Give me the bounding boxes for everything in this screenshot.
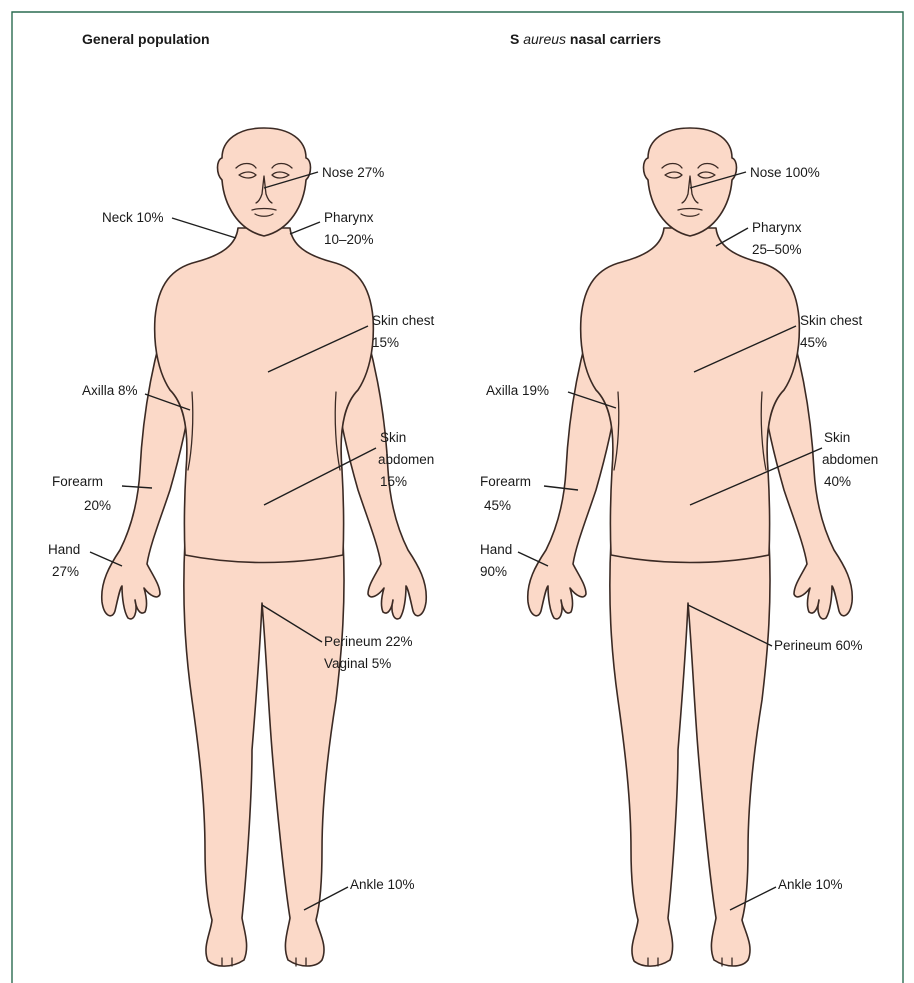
label-ankle: Ankle 10% (350, 877, 415, 892)
label-forearm: Forearm (52, 474, 103, 489)
label-pharynx: Pharynx (324, 210, 374, 225)
label-skin-abdomen: Skin (380, 430, 406, 445)
human-figure-s-aureus-nasal-carriers (528, 128, 853, 966)
label-nose: Nose 27% (322, 165, 384, 180)
label-neck: Neck 10% (102, 210, 164, 225)
label-vaginal: Vaginal 5% (324, 656, 391, 671)
human-figure-general-population (102, 128, 427, 966)
label-axilla: Axilla 19% (486, 383, 549, 398)
label-pharynx-value: 25–50% (752, 242, 802, 257)
label-hand: Hand (48, 542, 80, 557)
label-skin-abdomen: Skin (824, 430, 850, 445)
label-skin-abdomen-value: 15% (380, 474, 407, 489)
label-skin-abdomen-value: 40% (824, 474, 851, 489)
label-forearm: Forearm (480, 474, 531, 489)
label-axilla: Axilla 8% (82, 383, 138, 398)
label-perineum: Perineum 22% (324, 634, 413, 649)
label-skin-chest: Skin chest (800, 313, 863, 328)
label-skin-chest: Skin chest (372, 313, 435, 328)
panel-title-s-aureus-nasal-carriers: S aureus nasal carriers (510, 31, 661, 47)
label-hand: Hand (480, 542, 512, 557)
label-skin-abdomen-2: abdomen (822, 452, 878, 467)
label-forearm-value: 45% (484, 498, 511, 513)
label-forearm-value: 20% (84, 498, 111, 513)
label-skin-chest-value: 45% (800, 335, 827, 350)
label-ankle: Ankle 10% (778, 877, 843, 892)
label-skin-chest-value: 15% (372, 335, 399, 350)
label-nose: Nose 100% (750, 165, 820, 180)
label-pharynx-value: 10–20% (324, 232, 374, 247)
label-skin-abdomen-2: abdomen (378, 452, 434, 467)
label-pharynx: Pharynx (752, 220, 802, 235)
panel-title-general-population: General population (82, 31, 210, 47)
label-perineum: Perineum 60% (774, 638, 863, 653)
label-hand-value: 90% (480, 564, 507, 579)
label-hand-value: 27% (52, 564, 79, 579)
